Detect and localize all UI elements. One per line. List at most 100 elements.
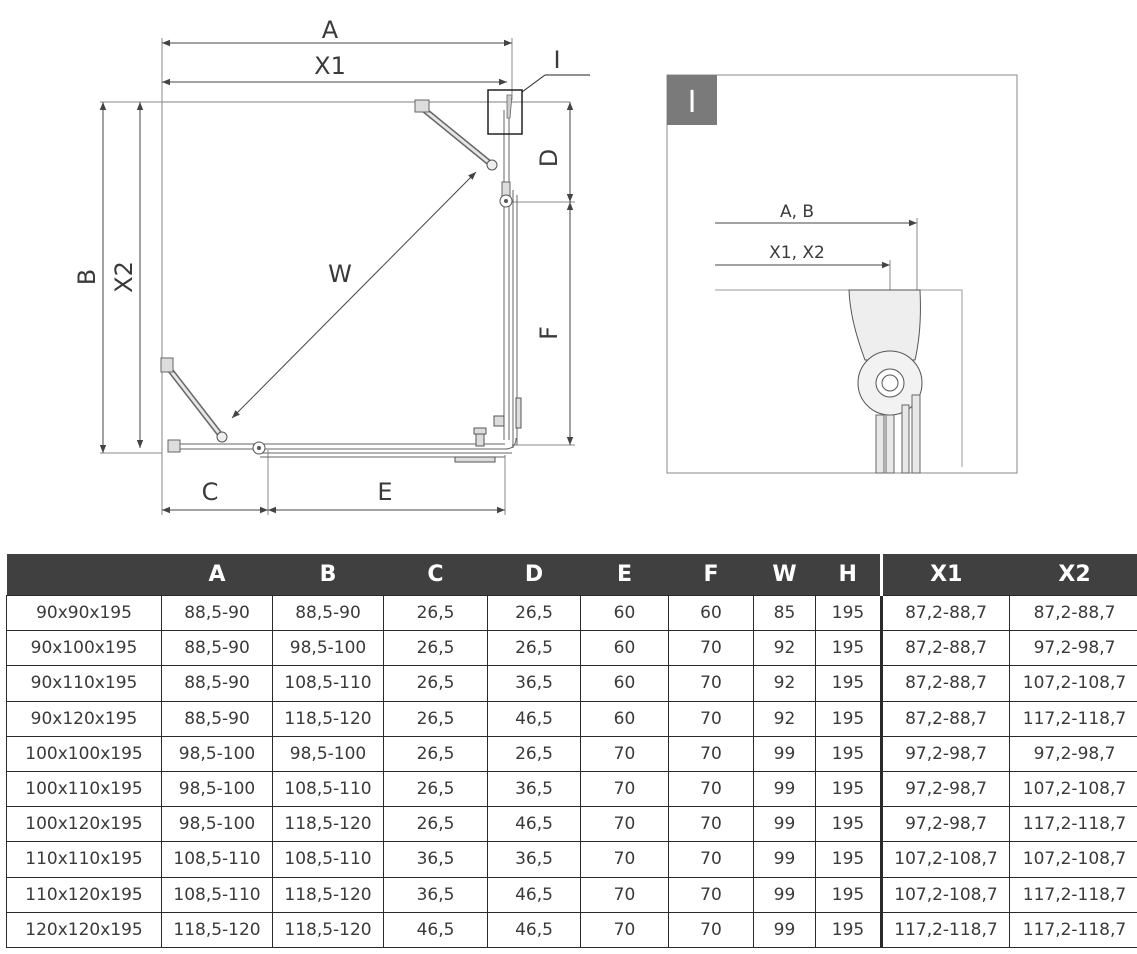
- plan-view: A X1 B X2 C E D F W: [73, 16, 590, 515]
- table-cell: 87,2-88,7: [880, 630, 1010, 667]
- table-cell: 88,5-90: [161, 665, 273, 702]
- table-cell: 70: [668, 735, 754, 772]
- dim-label-c: C: [202, 478, 219, 506]
- table-header-cell: X1: [880, 554, 1010, 596]
- table-cell: 107,2-108,7: [880, 876, 1010, 913]
- table-header-cell: D: [487, 554, 581, 596]
- detail-label-ab: A, B: [780, 202, 814, 222]
- table-cell: 88,5-90: [272, 594, 384, 632]
- support-arm-left: [160, 357, 266, 455]
- table-cell: 117,2-118,7: [1009, 806, 1137, 843]
- table-cell: 195: [815, 594, 882, 632]
- dim-line-w: [231, 171, 477, 419]
- detail-frame: [666, 74, 1018, 474]
- detail-glass-profile: [875, 394, 921, 474]
- table-cell: 195: [815, 630, 882, 667]
- table-row-size: 100x110x195: [6, 770, 162, 808]
- table-cell: 97,2-98,7: [1009, 735, 1137, 772]
- table-row-size: 90x110x195: [6, 665, 162, 702]
- table-cell: 70: [668, 665, 754, 702]
- table-row-size: 100x100x195: [6, 735, 162, 772]
- table-cell: 87,2-88,7: [880, 700, 1010, 737]
- table-cell: 108,5-110: [161, 876, 273, 913]
- table-cell: 46,5: [487, 911, 581, 948]
- table-row-size: 110x120x195: [6, 876, 162, 913]
- table-cell: 70: [580, 876, 669, 913]
- table-cell: 118,5-120: [161, 911, 273, 948]
- table-cell: 108,5-110: [272, 841, 384, 878]
- table-cell: 195: [815, 735, 882, 772]
- table-cell: 118,5-120: [272, 876, 384, 913]
- table-cell: 92: [753, 665, 816, 702]
- table-cell: 36,5: [487, 770, 581, 808]
- table-cell: 99: [753, 841, 816, 878]
- table-cell: 26,5: [383, 665, 488, 702]
- table-cell: 70: [668, 806, 754, 843]
- table-cell: 26,5: [383, 735, 488, 772]
- table-cell: 70: [580, 770, 669, 808]
- table-cell: 97,2-98,7: [880, 806, 1010, 843]
- table-cell: 99: [753, 876, 816, 913]
- table-cell: 98,5-100: [161, 806, 273, 843]
- table-cell: 117,2-118,7: [1009, 876, 1137, 913]
- table-cell: 70: [668, 700, 754, 737]
- table-cell: 70: [668, 911, 754, 948]
- table-header-cell: W: [753, 554, 816, 596]
- table-cell: 97,2-98,7: [1009, 630, 1137, 667]
- table-cell: 26,5: [383, 700, 488, 737]
- table-row-size: 90x90x195: [6, 594, 162, 632]
- table-cell: 36,5: [383, 876, 488, 913]
- table-cell: 117,2-118,7: [1009, 911, 1137, 948]
- dim-label-e: E: [377, 478, 392, 506]
- table-cell: 107,2-108,7: [880, 841, 1010, 878]
- table-cell: 36,5: [383, 841, 488, 878]
- table-cell: 87,2-88,7: [1009, 594, 1137, 632]
- table-cell: 70: [668, 876, 754, 913]
- table-header-cell: [6, 554, 162, 596]
- table-cell: 70: [580, 806, 669, 843]
- table-row-size: 90x120x195: [6, 700, 162, 737]
- table-cell: 97,2-98,7: [880, 770, 1010, 808]
- table-cell: 46,5: [383, 911, 488, 948]
- table-cell: 70: [580, 841, 669, 878]
- table-cell: 92: [753, 630, 816, 667]
- table-cell: 195: [815, 911, 882, 948]
- table-cell: 26,5: [383, 630, 488, 667]
- table-cell: 87,2-88,7: [880, 665, 1010, 702]
- table-cell: 87,2-88,7: [880, 594, 1010, 632]
- table-cell: 195: [815, 770, 882, 808]
- glass-panel-right: [501, 110, 518, 448]
- table-cell: 117,2-118,7: [1009, 700, 1137, 737]
- table-cell: 60: [580, 665, 669, 702]
- table-cell: 26,5: [383, 770, 488, 808]
- table-cell: 195: [815, 700, 882, 737]
- table-cell: 98,5-100: [161, 735, 273, 772]
- table-cell: 108,5-110: [272, 770, 384, 808]
- table-row-size: 100x120x195: [6, 806, 162, 843]
- table-cell: 88,5-90: [161, 630, 273, 667]
- table-cell: 195: [815, 665, 882, 702]
- dim-label-f: F: [535, 326, 563, 340]
- table-cell: 107,2-108,7: [1009, 665, 1137, 702]
- table-cell: 36,5: [487, 841, 581, 878]
- table-header-cell: A: [161, 554, 273, 596]
- detail-marker-box: [487, 89, 523, 135]
- table-cell: 97,2-98,7: [880, 735, 1010, 772]
- table-cell: 60: [580, 700, 669, 737]
- table-cell: 88,5-90: [161, 700, 273, 737]
- detail-tag: [667, 75, 717, 125]
- table-cell: 107,2-108,7: [1009, 770, 1137, 808]
- detail-leader: [521, 74, 546, 93]
- table-cell: 60: [580, 630, 669, 667]
- table-cell: 26,5: [383, 806, 488, 843]
